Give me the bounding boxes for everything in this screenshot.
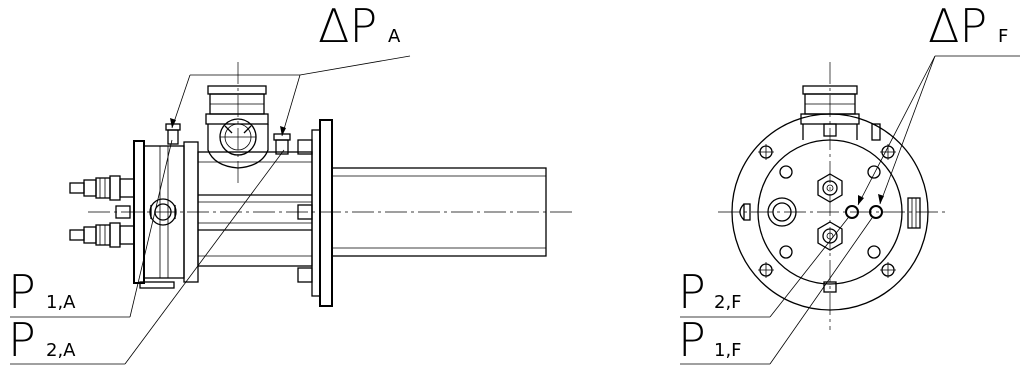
svg-text:2,F: 2,F (714, 292, 742, 313)
front-view (680, 55, 1020, 365)
pressure-tap-p1a (165, 123, 181, 145)
svg-text:A: A (388, 26, 401, 47)
side-view (10, 55, 572, 365)
top-tap (823, 123, 837, 137)
svg-text:1,F: 1,F (714, 340, 742, 361)
hex-fitting-upper (817, 173, 843, 203)
upper-right-tap (871, 123, 881, 141)
label-p2-f: P 2,F (678, 265, 742, 319)
outer-bolt-holes (758, 144, 896, 278)
label-p2-a: P 2,A (8, 313, 76, 367)
pressure-tap-p2a (273, 133, 291, 155)
side-port-left (739, 203, 751, 221)
side-port-right (907, 197, 921, 229)
svg-text:P: P (678, 313, 706, 367)
svg-text:P: P (8, 313, 36, 367)
leaders-side (10, 55, 411, 365)
svg-text:1,A: 1,A (46, 292, 76, 313)
right-flange (297, 119, 333, 307)
label-p1-a: P 1,A (8, 265, 76, 319)
central-body (197, 151, 313, 267)
top-nozzle (205, 85, 269, 169)
svg-text:P: P (8, 265, 36, 319)
pressure-port-f2 (845, 205, 859, 219)
svg-text:ΔP: ΔP (928, 0, 987, 53)
label-dp-f: ΔP F (928, 0, 1008, 53)
svg-text:F: F (998, 26, 1008, 47)
hex-fitting-lower (817, 221, 843, 251)
front-big-nut (767, 197, 797, 227)
tube (331, 167, 547, 257)
pressure-port-f1 (869, 205, 883, 219)
svg-text:P: P (678, 265, 706, 319)
label-p1-f: P 1,F (678, 313, 742, 367)
inner-disk (757, 139, 903, 285)
svg-text:ΔP: ΔP (318, 0, 377, 53)
connector-lower (69, 222, 135, 248)
label-dp-a: ΔP A (318, 0, 401, 53)
flange-disk (731, 113, 929, 311)
svg-text:2,A: 2,A (46, 340, 76, 361)
left-flange (133, 140, 199, 289)
leaders-front (680, 55, 1020, 365)
connector-upper (69, 175, 135, 201)
inner-bolt-holes (779, 165, 881, 259)
